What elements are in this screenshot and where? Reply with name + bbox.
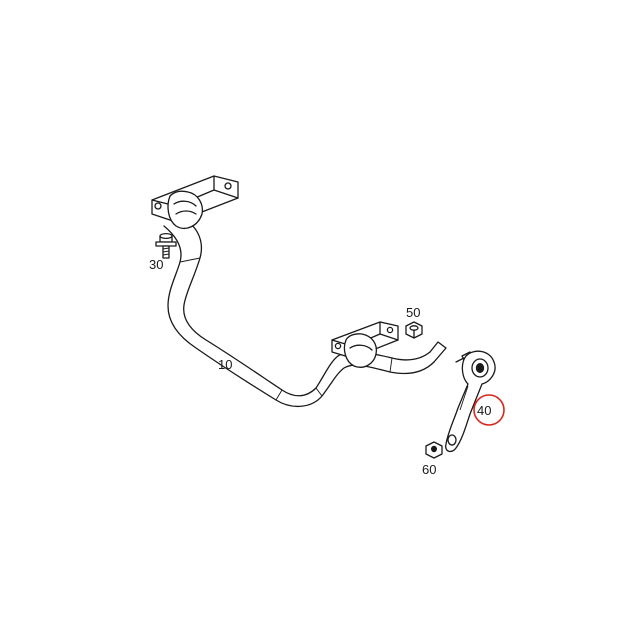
part-label-40: 40 (477, 403, 491, 418)
highlight-circle (473, 394, 505, 426)
stabilizer-bar[interactable] (163, 217, 447, 407)
part-label-10: 10 (218, 357, 232, 372)
right-mount-bracket[interactable] (331, 321, 399, 368)
left-mount-bracket[interactable] (151, 175, 239, 229)
part-label-60: 60 (422, 462, 436, 477)
part-label-30: 30 (149, 257, 163, 272)
link-rod[interactable] (445, 350, 496, 453)
nut-upper[interactable] (405, 321, 423, 339)
bolt[interactable] (155, 232, 177, 259)
nut-lower[interactable] (425, 441, 443, 459)
part-label-50: 50 (406, 305, 420, 320)
